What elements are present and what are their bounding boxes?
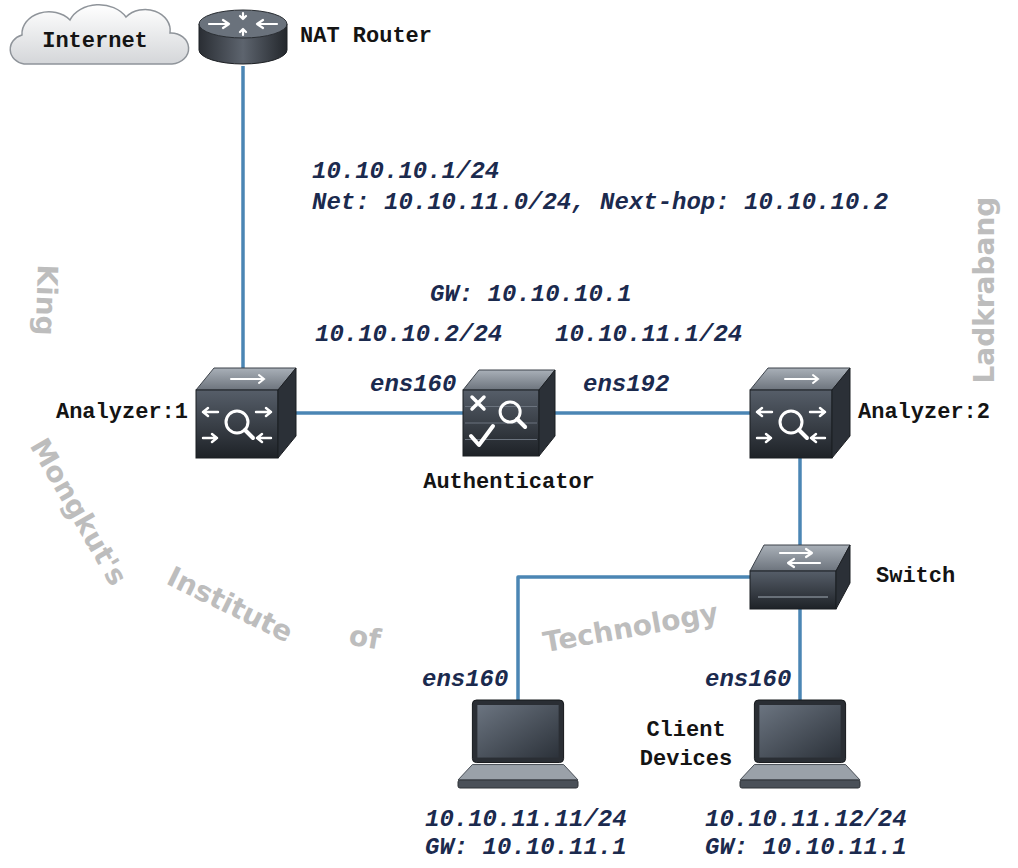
network-link xyxy=(798,609,802,700)
network-link xyxy=(555,411,750,415)
icon-front xyxy=(750,390,832,458)
node-text: 10.10.11.12/24 xyxy=(705,806,907,834)
laptop-base xyxy=(458,780,578,788)
icon-top xyxy=(750,545,850,571)
magnifier-handle xyxy=(245,430,253,438)
icon-front xyxy=(750,571,836,609)
switch-icon xyxy=(750,545,850,609)
watermark-text: Mongkut's xyxy=(23,433,133,591)
group-caption: Client Devices xyxy=(638,717,734,774)
switch-node: Switch xyxy=(750,545,850,609)
magnifier-handle xyxy=(799,430,807,438)
icon-side xyxy=(539,370,555,456)
laptop-keyboard xyxy=(740,765,860,780)
ip-address: 10.10.11.1/24 xyxy=(555,321,742,349)
watermark-text: Ladkrabang xyxy=(969,197,1001,384)
laptop-lid xyxy=(472,700,563,763)
ip-address: 10.10.10.1/24 xyxy=(312,158,499,186)
laptop-base xyxy=(740,780,860,788)
laptop-icon xyxy=(458,700,578,792)
node-text: Analyzer:1 xyxy=(56,400,188,426)
icon-front xyxy=(196,390,278,458)
accept-check xyxy=(471,426,493,445)
route-entry: Net: 10.10.11.0/24, Next-hop: 10.10.10.2 xyxy=(312,189,888,217)
node-text: Analyzer:2 xyxy=(858,400,990,426)
switch-arrows xyxy=(780,549,820,567)
gateway-address: GW: 10.10.10.1 xyxy=(430,281,632,309)
node-label: Analyzer:1 xyxy=(56,400,188,426)
deny-cross xyxy=(472,397,484,409)
router-arrows xyxy=(209,13,277,35)
watermark-text: Institute xyxy=(162,561,298,649)
laptop-screen xyxy=(477,705,558,758)
interface-name: ens160 xyxy=(705,666,791,694)
node-label: 10.10.11.11/24GW: 10.10.11.1 xyxy=(425,806,627,861)
network-link xyxy=(296,411,463,415)
flow-arrows xyxy=(757,408,825,442)
authenticator-node: Authenticator xyxy=(463,370,555,456)
client-laptop: 10.10.11.12/24GW: 10.10.11.1 xyxy=(740,700,860,792)
laptop-keyboard xyxy=(458,765,578,780)
laptop-icon xyxy=(740,700,860,792)
cloud-outline xyxy=(10,5,188,64)
node-label: Authenticator xyxy=(423,470,595,496)
node-label: Internet xyxy=(42,29,148,55)
node-label: Switch xyxy=(876,564,955,590)
laptop-screen xyxy=(759,705,840,758)
icon-side xyxy=(832,368,850,458)
node-label: NAT Router xyxy=(300,24,432,50)
client-laptop: 10.10.11.11/24GW: 10.10.11.1 xyxy=(458,700,578,792)
cloud-shape xyxy=(10,5,188,64)
icon-front xyxy=(463,390,539,456)
network-link xyxy=(241,66,245,368)
node-label: 10.10.11.12/24GW: 10.10.11.1 xyxy=(705,806,907,861)
icon-side xyxy=(836,545,850,609)
analyzer-node: Analyzer:2 xyxy=(750,368,850,458)
auth-symbol xyxy=(471,397,525,445)
network-link xyxy=(798,458,802,545)
interface-name: ens192 xyxy=(583,371,669,399)
flow-arrows xyxy=(203,408,271,442)
top-arrows xyxy=(785,375,818,383)
interface-name: ens160 xyxy=(370,371,456,399)
router-top xyxy=(199,10,287,38)
node-label: Analyzer:2 xyxy=(858,400,990,426)
watermark-text: Technology xyxy=(540,597,720,659)
interface-name: ens160 xyxy=(422,666,508,694)
router-node: NAT Router xyxy=(197,8,289,66)
laptop-lid xyxy=(754,700,845,763)
node-text: Internet xyxy=(42,29,148,55)
switch-ports xyxy=(758,596,828,598)
router-icon xyxy=(197,8,289,66)
analyzer-symbol xyxy=(757,408,825,442)
analyzer-icon xyxy=(196,368,296,458)
analyzer-icon xyxy=(750,368,850,458)
icon-side xyxy=(278,368,296,458)
node-text: GW: 10.10.11.1 xyxy=(425,834,627,862)
top-arrows xyxy=(231,375,264,383)
watermark-text: of xyxy=(346,620,383,657)
node-text: Switch xyxy=(876,564,955,590)
node-text: NAT Router xyxy=(300,24,432,50)
analyzer-symbol xyxy=(203,408,271,442)
ip-address: 10.10.10.2/24 xyxy=(315,321,502,349)
node-text: GW: 10.10.11.1 xyxy=(705,834,907,862)
node-text: Authenticator xyxy=(423,470,595,496)
node-text: 10.10.11.11/24 xyxy=(425,806,627,834)
auth-icon xyxy=(463,370,555,456)
watermark-text: King xyxy=(28,264,63,336)
analyzer-node: Analyzer:1 xyxy=(196,368,296,458)
cloud-node: Internet xyxy=(2,8,192,70)
magnifier-handle xyxy=(517,419,525,427)
